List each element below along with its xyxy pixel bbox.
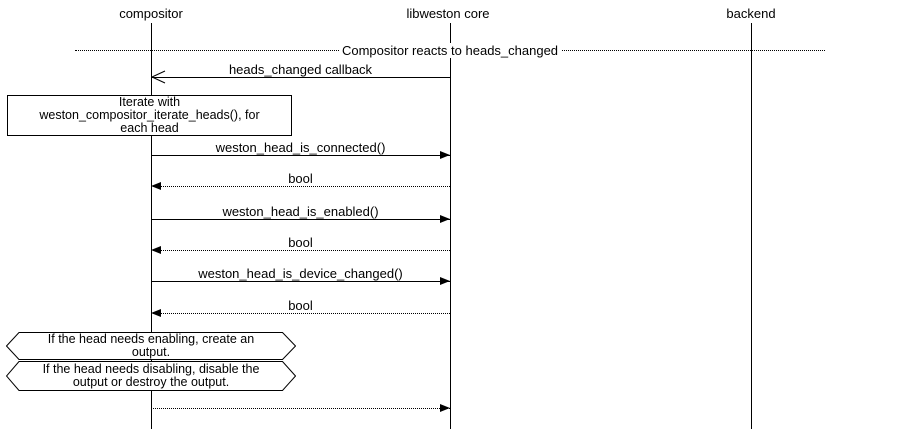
message-line xyxy=(151,313,450,314)
arrowhead-filled-right-icon xyxy=(440,404,450,412)
message-line xyxy=(151,408,450,409)
condition-note-line: output or destroy the output. xyxy=(72,375,230,389)
note-line: each head xyxy=(120,121,179,135)
message-line xyxy=(151,77,450,78)
message-label: weston_head_is_device_changed() xyxy=(198,266,403,281)
message-label: bool xyxy=(288,171,313,186)
condition-note-line: If the head needs enabling, create an xyxy=(47,332,255,346)
message-label: bool xyxy=(288,298,313,313)
message-label: heads_changed callback xyxy=(228,62,373,77)
note-line: Iterate with xyxy=(118,95,181,109)
lifeline-compositor xyxy=(151,23,152,429)
message-line xyxy=(151,281,450,282)
note-line: weston_compositor_iterate_heads(), for xyxy=(39,108,260,122)
message-line xyxy=(151,250,450,251)
arrowhead-filled-right-icon xyxy=(440,215,450,223)
message-label: bool xyxy=(288,235,313,250)
hexagon-outline-icon xyxy=(6,361,296,391)
message-line xyxy=(151,186,450,187)
arrowhead-filled-right-icon xyxy=(440,151,450,159)
lifeline-libweston-core xyxy=(450,23,451,429)
message-line xyxy=(151,219,450,220)
condition-note-disabling: If the head needs disabling, disable the… xyxy=(6,361,296,391)
arrowhead-filled-left-icon xyxy=(151,309,161,317)
message-label: weston_head_is_enabled() xyxy=(222,204,379,219)
condition-note-enabling: If the head needs enabling, create an ou… xyxy=(6,332,296,360)
lifeline-title-compositor: compositor xyxy=(119,6,183,21)
arrowhead-open-left-icon xyxy=(151,70,166,84)
hexagon-outline-icon xyxy=(6,332,296,360)
arrowhead-filled-right-icon xyxy=(440,277,450,285)
arrowhead-filled-left-icon xyxy=(151,246,161,254)
divider: Compositor reacts to heads_changed xyxy=(0,43,900,58)
divider-label: Compositor reacts to heads_changed xyxy=(338,43,562,58)
message-label: weston_head_is_connected() xyxy=(215,140,386,155)
lifeline-title-libweston-core: libweston core xyxy=(406,6,490,21)
note-iterate-heads: Iterate with weston_compositor_iterate_h… xyxy=(7,95,292,136)
condition-note-line: output. xyxy=(131,345,171,359)
condition-note-line: If the head needs disabling, disable the xyxy=(42,362,260,376)
message-line xyxy=(151,155,450,156)
lifeline-title-backend: backend xyxy=(726,6,776,21)
arrowhead-filled-left-icon xyxy=(151,182,161,190)
lifeline-backend xyxy=(751,23,752,429)
